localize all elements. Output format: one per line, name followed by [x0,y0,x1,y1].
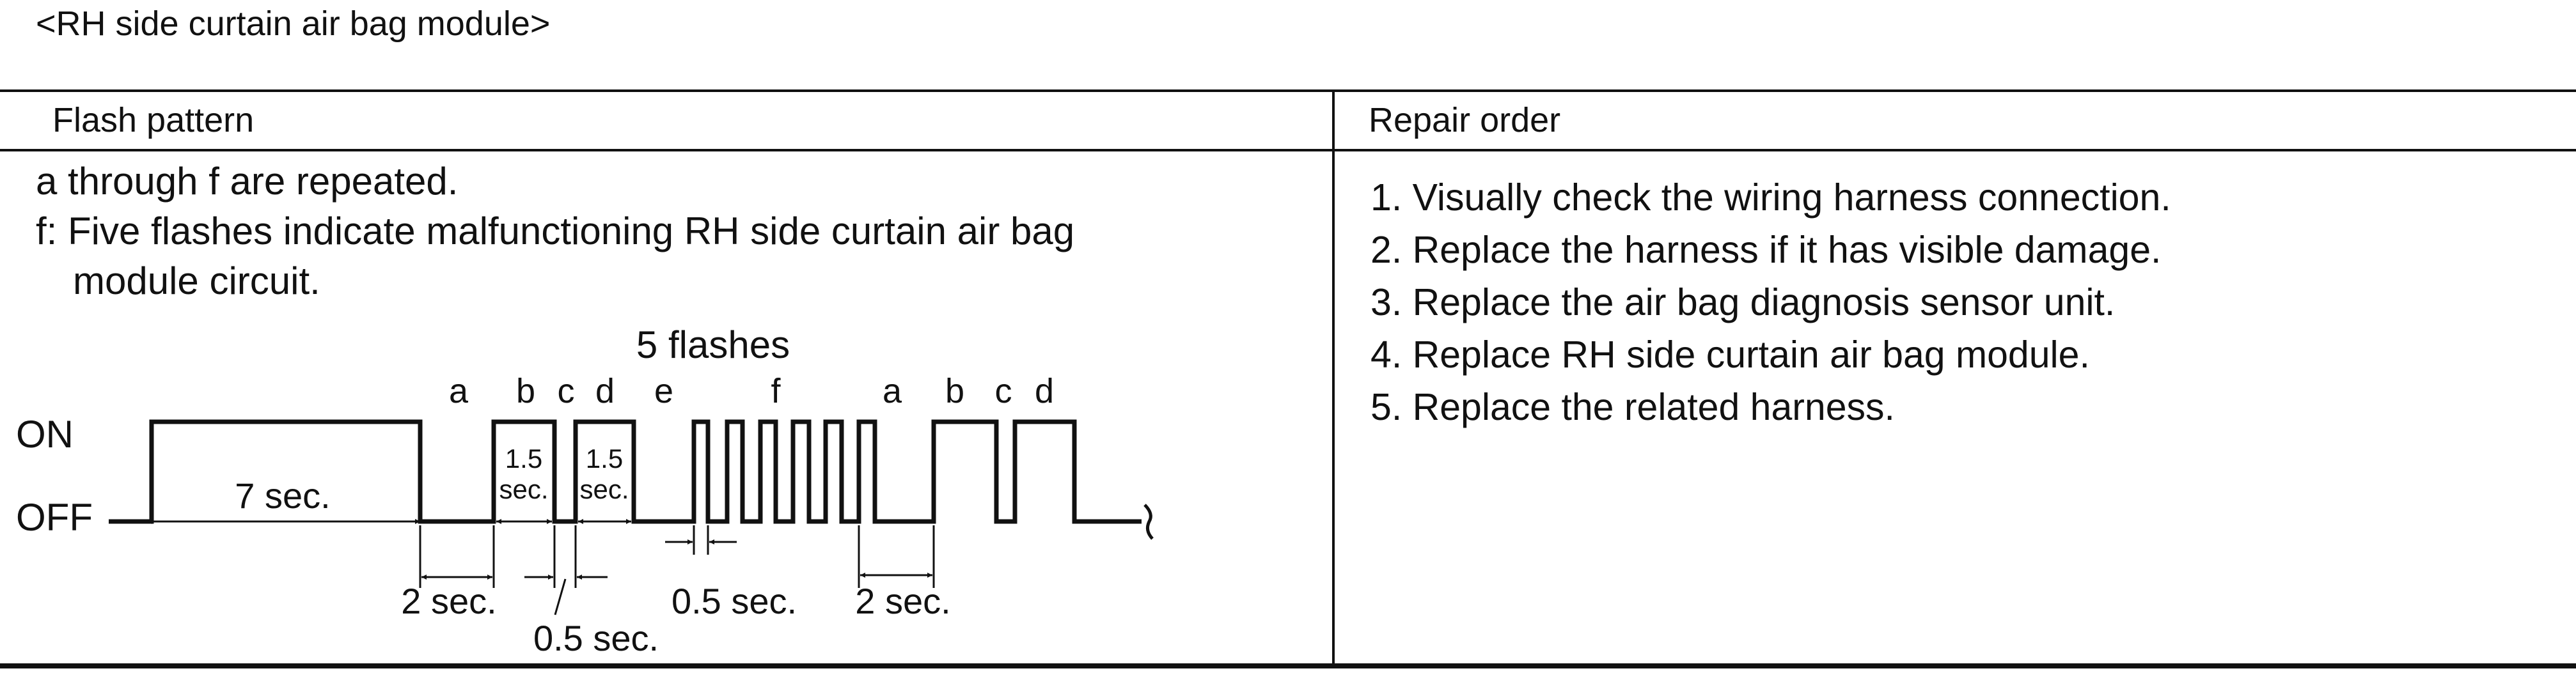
pulse-duration-value: 1.5 [505,444,542,474]
duration-7s-label: 7 sec. [235,475,330,516]
segment-label: e [654,372,673,410]
repair-step-1: 1. Visually check the wiring harness con… [1370,176,2171,219]
waveform [109,419,1154,540]
segment-label: a [449,372,469,410]
flashes-label: 5 flashes [636,323,790,366]
segment-label: c [995,372,1012,410]
flash-pattern-header: Flash pattern [52,101,255,139]
repair-step-2: 2. Replace the harness if it has visible… [1370,229,2162,271]
pulse-duration-box-b: 1.5 sec. [499,444,548,504]
flash-pattern-notes: a through f are repeated. f: Five flashe… [36,157,1074,306]
note-f-line2: module circuit. [73,259,320,302]
note-repeat: a through f are repeated. [36,160,459,203]
repair-step-4: 4. Replace RH side curtain air bag modul… [1370,334,2090,376]
header-separator-rule [0,149,2576,151]
segment-label: f [771,372,781,410]
repair-step-5: 5. Replace the related harness. [1370,386,1895,428]
dimension-markers [147,519,935,615]
repair-order-header: Repair order [1369,101,1561,139]
pulse-duration-box-d: 1.5 sec. [579,444,629,504]
segment-label: b [516,372,535,410]
note-f-line1: f: Five flashes indicate malfunctioning … [36,210,1075,252]
pulse-duration-unit: sec. [579,474,629,504]
segment-label: c [558,372,575,410]
segment-label: d [1035,372,1054,410]
on-label: ON [16,413,74,456]
segment-label: a [883,372,902,410]
table-top-rule [0,89,2576,92]
duration-05s-label: 0.5 sec. [533,618,659,658]
pulse-duration-value: 1.5 [586,444,623,474]
segment-labels: a b c d e f a b c d [449,372,1054,410]
duration-2s-label: 2 sec. [855,581,950,621]
pulse-duration-unit: sec. [499,474,548,504]
section-title: <RH side curtain air bag module> [36,4,551,43]
duration-05s-label: 0.5 sec. [671,581,797,621]
segment-label: d [595,372,615,410]
duration-2s-label: 2 sec. [401,581,496,621]
table-bottom-rule [0,663,2576,668]
column-divider [1332,89,1335,666]
off-label: OFF [16,496,93,539]
repair-step-3: 3. Replace the air bag diagnosis sensor … [1370,281,2116,323]
repair-order-list: 1. Visually check the wiring harness con… [1370,171,2171,433]
segment-label: b [945,372,964,410]
